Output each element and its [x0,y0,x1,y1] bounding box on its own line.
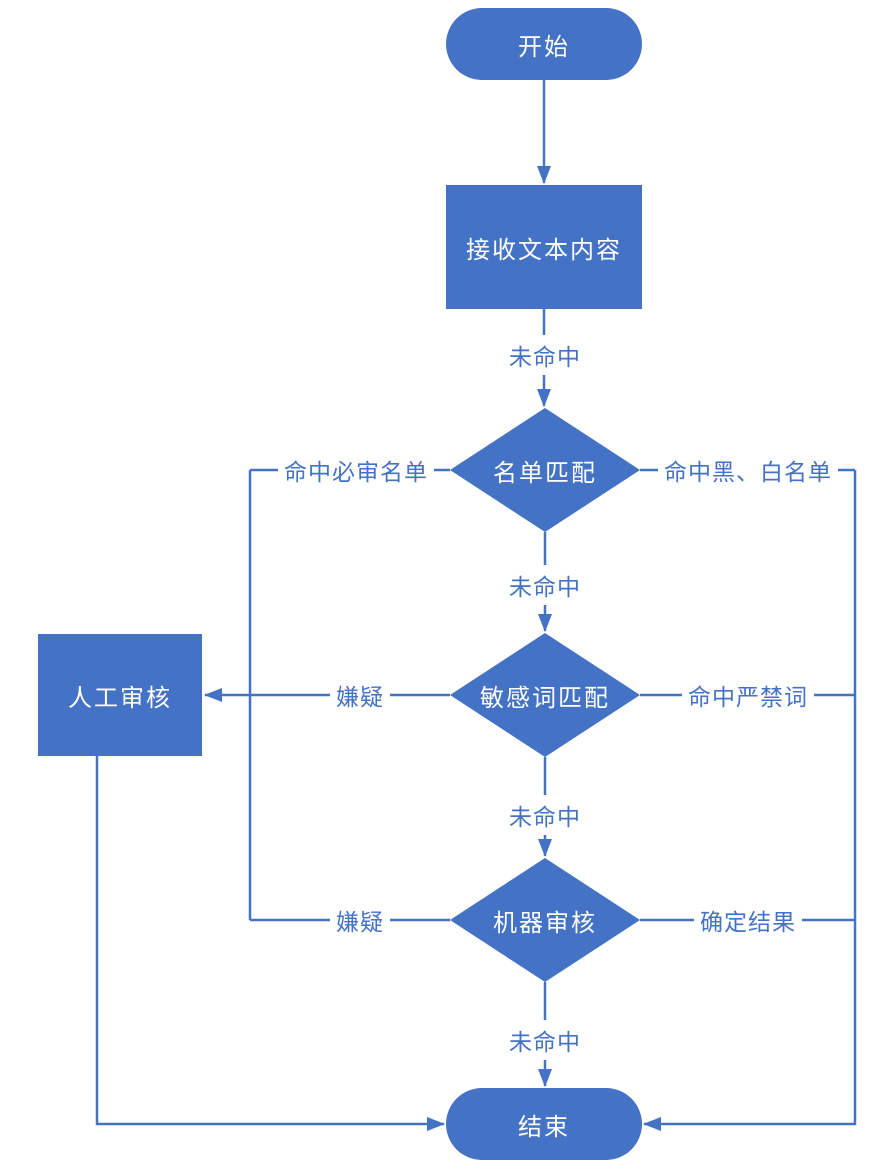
node-start-label: 开始 [518,33,570,61]
edge-label-hit-must-review-list: 命中必审名单 [278,450,434,490]
node-machine-review-label: 机器审核 [493,909,597,937]
edge-label-machine-to-end: 未命中 [503,1020,587,1060]
edge-label-sensitive-suspect: 嫌疑 [330,675,390,715]
connector-right-rail-to-end [643,470,857,1131]
edge-label-hit-black-white-list: 命中黑、白名单 [658,450,838,490]
node-manual-review-label: 人工审核 [68,684,172,712]
edge-label-hit-forbidden-words: 命中严禁词 [682,675,814,715]
node-list-match: 名单匹配 [450,408,640,532]
node-manual-review: 人工审核 [38,634,202,756]
node-sensitive-word-match: 敏感词匹配 [450,633,640,757]
edge-label-sensitive-to-machine: 未命中 [503,795,587,835]
edge-label-machine-suspect: 嫌疑 [330,900,390,940]
edge-label-list-to-sensitive: 未命中 [503,565,587,605]
node-sensitive-word-match-label: 敏感词匹配 [480,684,610,712]
node-machine-review: 机器审核 [450,858,640,982]
edge-label-confirmed-result: 确定结果 [694,900,802,940]
node-end: 结束 [446,1088,642,1160]
connector-manual-review-to-end [95,756,445,1131]
node-list-match-label: 名单匹配 [493,459,597,487]
node-receive-text-label: 接收文本内容 [466,236,622,264]
node-start: 开始 [446,8,642,80]
node-end-label: 结束 [518,1113,570,1141]
node-receive-text: 接收文本内容 [446,185,642,309]
edge-label-receive-to-list: 未命中 [503,335,587,375]
